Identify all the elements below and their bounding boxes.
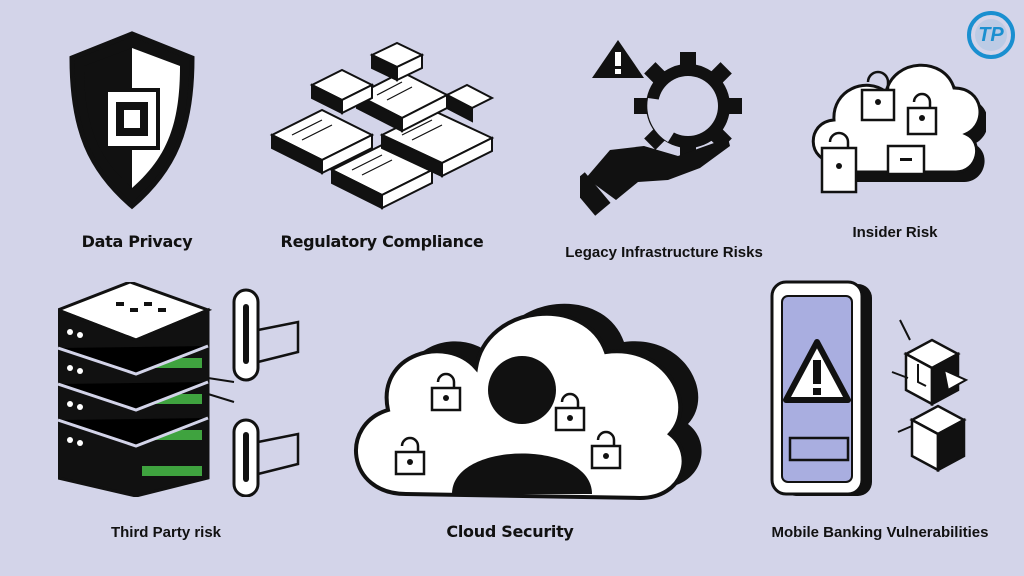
label-cloud-security: Cloud Security: [446, 522, 574, 541]
isometric-blocks-icon: [269, 41, 495, 210]
server-rack-icon: [58, 282, 300, 497]
label-data-privacy: Data Privacy: [81, 232, 193, 251]
shield-icon: [69, 31, 195, 210]
label-mobile-banking-vulnerabilities: Mobile Banking Vulnerabilities: [771, 524, 989, 541]
phone-warning-icon: [770, 280, 969, 496]
hand-gear-warning-icon: [580, 40, 742, 216]
logo-text: TP: [978, 24, 1004, 46]
label-third-party-risk: Third Party risk: [110, 524, 222, 541]
label-insider-risk: Insider Risk: [852, 224, 938, 241]
label-legacy-infrastructure-risks: Legacy Infrastructure Risks: [565, 244, 763, 261]
label-regulatory-compliance: Regulatory Compliance: [280, 232, 484, 251]
logo-icon: [967, 11, 1015, 59]
cloud-user-icon: [354, 303, 702, 500]
cloud-locks-icon: [811, 63, 986, 194]
